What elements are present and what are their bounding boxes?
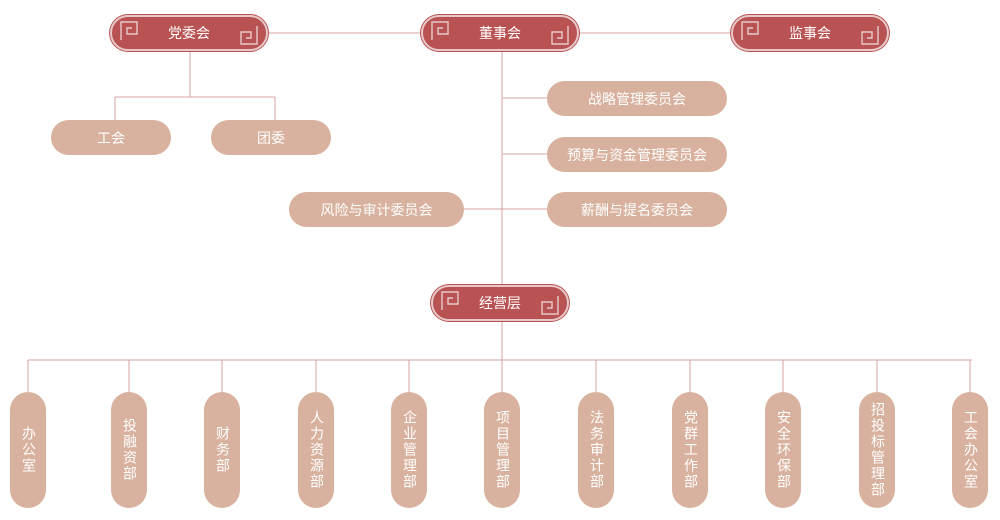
labor-union-label: 工会 (97, 130, 125, 147)
department-label: 企业管理部 (401, 410, 417, 490)
department-label: 财务部 (214, 426, 230, 474)
management-label: 经营层 (479, 296, 521, 312)
party-committee-box: 党委会 (110, 15, 268, 51)
department-project-management: 项目管理部 (484, 392, 520, 508)
department-union-office: 工会办公室 (952, 392, 988, 508)
department-label: 安全环保部 (775, 410, 791, 490)
department-safety-environment: 安全环保部 (765, 392, 801, 508)
department-legal-audit: 法务审计部 (578, 392, 614, 508)
department-investment-financing: 投融资部 (111, 392, 147, 508)
budget-committee-label: 预算与资金管理委员会 (567, 147, 707, 164)
department-label: 工会办公室 (962, 410, 978, 490)
department-party-affairs: 党群工作部 (672, 392, 708, 508)
budget-committee-box: 预算与资金管理委员会 (547, 137, 727, 172)
compensation-committee-label: 薪酬与提名委员会 (581, 202, 693, 219)
ornament-icon (861, 26, 879, 45)
youth-league-box: 团委 (211, 120, 331, 155)
party-committee-label: 党委会 (168, 26, 210, 42)
ornament-icon (741, 21, 759, 40)
youth-league-label: 团委 (257, 130, 285, 147)
department-label: 党群工作部 (682, 410, 698, 490)
department-label: 人力资源部 (308, 410, 324, 490)
labor-union-box: 工会 (51, 120, 171, 155)
department-label: 招投标管理部 (869, 402, 885, 498)
ornament-icon (551, 26, 569, 45)
compensation-committee-box: 薪酬与提名委员会 (547, 192, 727, 227)
department-bidding-management: 招投标管理部 (859, 392, 895, 508)
ornament-icon (541, 296, 559, 315)
ornament-icon (441, 291, 459, 310)
ornament-icon (120, 21, 138, 40)
department-office: 办公室 (10, 392, 46, 508)
management-box: 经营层 (431, 285, 569, 321)
board-of-directors-label: 董事会 (479, 26, 521, 42)
department-label: 投融资部 (121, 418, 137, 482)
risk-audit-committee-box: 风险与审计委员会 (289, 192, 464, 227)
department-enterprise-management: 企业管理部 (391, 392, 427, 508)
board-of-directors-box: 董事会 (421, 15, 579, 51)
strategy-committee-box: 战略管理委员会 (547, 81, 727, 116)
department-finance: 财务部 (204, 392, 240, 508)
risk-audit-committee-label: 风险与审计委员会 (320, 202, 433, 219)
supervisory-board-box: 监事会 (731, 15, 889, 51)
supervisory-board-label: 监事会 (789, 26, 831, 42)
department-label: 项目管理部 (494, 410, 510, 490)
ornament-icon (431, 21, 449, 40)
department-label: 办公室 (20, 426, 36, 474)
department-label: 法务审计部 (588, 410, 604, 490)
department-human-resources: 人力资源部 (298, 392, 334, 508)
strategy-committee-label: 战略管理委员会 (588, 91, 686, 108)
ornament-icon (240, 26, 258, 45)
